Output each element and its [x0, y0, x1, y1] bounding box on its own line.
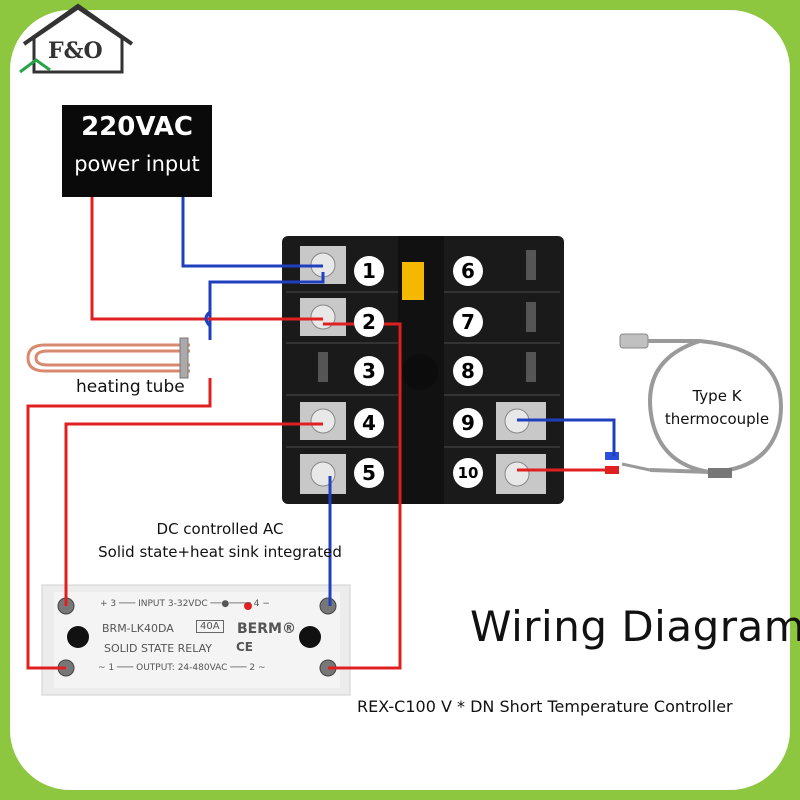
screw-terminal-5: [300, 454, 346, 494]
screw-terminal-2: [300, 298, 346, 336]
terminal-label-10: 10: [453, 458, 483, 488]
ssr-description-line2: Solid state+heat sink integrated: [98, 543, 342, 561]
controller-label-sticker: [402, 262, 424, 300]
logo-house-icon: [19, 3, 134, 74]
controller-center-knob: [402, 354, 438, 390]
ssr-description-line1: DC controlled AC: [156, 520, 284, 538]
ssr-mount-hole-right: [299, 626, 321, 648]
wire-t4-to-ssr3-red: [64, 422, 323, 606]
terminal-label-7: 7: [453, 307, 483, 337]
thermocouple-label-line2: thermocouple: [664, 410, 770, 428]
thermocouple-probe: [605, 333, 783, 478]
terminal-label-2: 2: [354, 307, 384, 337]
power-input-title: 220VAC: [81, 112, 193, 142]
ssr-output-label: ~ 1 ─── OUTPUT: 24-480VAC ─── 2 ~: [98, 663, 266, 673]
terminal-3-slot: [318, 352, 328, 382]
terminal-label-1: 1: [354, 256, 384, 286]
terminal-label-3: 3: [354, 356, 384, 386]
wire-power-neutral-blue-2: [208, 272, 325, 340]
terminal-label-4: 4: [354, 408, 384, 438]
power-input-box: [62, 105, 212, 197]
screw-terminal-4: [300, 402, 346, 440]
terminal-label-8: 8: [453, 356, 483, 386]
heating-tube-label: heating tube: [76, 377, 185, 397]
diagram-title: Wiring Diagram: [470, 602, 800, 651]
ssr-ce-mark: CE: [236, 640, 254, 654]
logo-text: F&O: [48, 38, 103, 64]
ssr-terminal-4: [319, 597, 337, 615]
wire-blue-hump: [204, 310, 212, 328]
ssr-indicator-led: [244, 602, 252, 610]
ssr-model: BRM-LK40DA: [102, 622, 174, 635]
wire-tc-blue: [517, 418, 616, 456]
terminal-6-slot: [526, 250, 536, 280]
terminal-label-5: 5: [354, 458, 384, 488]
ssr-brand: BERM®: [237, 621, 296, 637]
ssr-input-label: + 3 ─── INPUT 3-32VDC ──●──── 4 −: [100, 599, 270, 609]
terminal-label-6: 6: [453, 256, 483, 286]
ssr-amp-rating: 40A: [196, 620, 224, 633]
wire-power-neutral-blue: [181, 197, 323, 268]
terminal-8-slot: [526, 352, 536, 382]
screw-terminal-10: [496, 454, 546, 494]
ssr-type: SOLID STATE RELAY: [104, 642, 213, 655]
thermocouple-label-line1: Type K: [692, 387, 742, 405]
wire-heater-to-ssr-red: [26, 378, 212, 670]
diagram-subtitle: REX-C100 V * DN Short Temperature Contro…: [357, 697, 733, 716]
wire-power-live-red: [90, 197, 323, 321]
wiring: [26, 197, 616, 670]
heating-tube: [26, 337, 190, 379]
terminal-7-slot: [526, 302, 536, 332]
ssr-mount-hole-left: [67, 626, 89, 648]
terminal-label-9: 9: [453, 408, 483, 438]
power-input-subtitle: power input: [74, 152, 200, 176]
temperature-controller: [282, 236, 564, 504]
solid-state-relay: [41, 584, 351, 696]
